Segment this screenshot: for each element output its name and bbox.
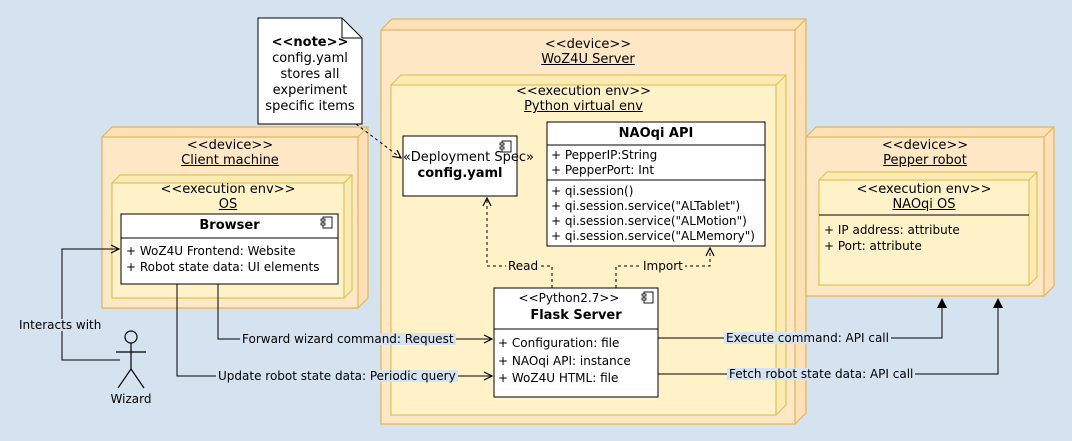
note-title: <<note>>	[271, 35, 349, 50]
server-name: WoZ4U Server	[541, 52, 635, 67]
naoqi-api-operation: + qi.session.service("ALMotion")	[551, 214, 747, 228]
robot-name: Pepper robot	[883, 153, 967, 168]
naoqi-api-attribute: + PepperIP:String	[551, 148, 658, 162]
edge-label-read: Read	[506, 259, 541, 273]
flask-server-box	[493, 287, 659, 398]
flask-attribute: + WoZ4U HTML: file	[498, 371, 619, 385]
naoqi-api-attribute: + PepperPort: Int	[551, 163, 655, 177]
naoqi-os-name: NAOqi OS	[892, 197, 956, 212]
deployment-spec-box	[402, 135, 518, 197]
python-env-stereotype: <<execution env>>	[516, 84, 651, 99]
note-line: stores all	[280, 67, 340, 82]
naoqi-api-title: NAOqi API	[618, 126, 694, 141]
deployment-spec-name: config.yaml	[417, 166, 503, 181]
component-icon	[641, 291, 654, 304]
wizard-actor-icon	[116, 330, 146, 389]
component-icon	[499, 140, 512, 153]
client-name: Client machine	[181, 153, 279, 168]
edge-label-forward: Forward wizard command: Request	[240, 332, 456, 346]
os-env-stereotype: <<execution env>>	[160, 182, 296, 197]
robot-stereotype: <<device>>	[881, 138, 969, 153]
note-line: experiment	[272, 83, 348, 98]
edge-label-fetch: Fetch robot state data: API call	[727, 367, 916, 381]
naoqi-api-box	[546, 121, 766, 247]
note-line: config.yaml	[272, 51, 348, 66]
naoqi-api-operation: + qi.session.service("ALTablet")	[551, 199, 741, 213]
component-icon	[320, 216, 333, 229]
robot-attribute: + IP address: attribute	[824, 223, 960, 237]
client-stereotype: <<device>>	[186, 138, 274, 153]
edge-label-update: Update robot state data: Periodic query	[216, 369, 458, 383]
deployment-spec-stereotype: «Deployment Spec»	[403, 150, 534, 165]
python-env-name: Python virtual env	[524, 99, 643, 114]
wizard-actor-label: Wizard	[110, 392, 152, 406]
edge-label-import: Import	[641, 259, 685, 273]
server-stereotype: <<device>>	[544, 37, 632, 52]
edge-interacts-with	[61, 249, 120, 361]
naoqi-api-operation: + qi.session()	[551, 184, 634, 198]
note-shape	[257, 17, 363, 125]
naoqi-os-stereotype: <<execution env>>	[856, 182, 992, 197]
flask-stereotype: <<Python2.7>>	[518, 291, 620, 305]
naoqi-api-operation: + qi.session.service("ALMemory")	[551, 229, 755, 243]
flask-attribute: + NAOqi API: instance	[498, 354, 631, 368]
flask-title: Flask Server	[530, 308, 622, 323]
browser-box	[120, 213, 339, 285]
browser-title: Browser	[199, 218, 260, 233]
naoqi-os-env-node	[818, 171, 1038, 286]
note-line: specific items	[265, 99, 355, 114]
os-env-name: OS	[218, 197, 238, 212]
robot-attribute: + Port: attribute	[824, 239, 922, 253]
edge-label-execute: Execute command: API call	[724, 331, 891, 345]
edge-label-interacts: Interacts with	[17, 318, 104, 332]
browser-attribute: + WoZ4U Frontend: Website	[126, 244, 296, 258]
flask-attribute: + Configuration: file	[498, 336, 620, 350]
browser-attribute: + Robot state data: UI elements	[126, 260, 320, 274]
